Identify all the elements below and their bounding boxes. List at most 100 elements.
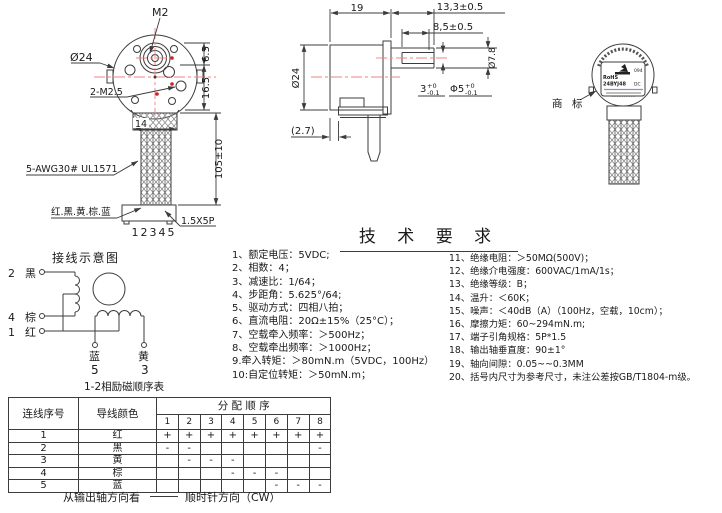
rotor-circle: [92, 272, 126, 306]
dim-16-5: 16.5: [201, 77, 212, 99]
tech-item-12: 12、绝缘介电强度：600VAC/1mA/1s；: [449, 266, 620, 278]
label-sticker: [600, 61, 646, 97]
step-header: 8: [308, 414, 332, 430]
terminal-color: 黑: [25, 267, 36, 280]
rear-neck: [606, 105, 642, 121]
table-row: 3 黄 - - -: [8, 454, 332, 468]
sequence-table: 连线序号 导线颜色 分 配 顺 序 1 2 3 4 5 6 7 8 1 红 + …: [8, 397, 332, 493]
tech-item-8: 8、空载牵出频率：＞1000Hz；: [232, 343, 377, 355]
rohs-label: RoHS: [603, 75, 618, 81]
tech-item-11: 11、绝缘电阻：＞50MΩ(500V)；: [449, 253, 594, 264]
table-footer-left: 从输出轴方向看: [63, 491, 140, 504]
hole-m25: [124, 64, 136, 76]
tech-item-18: 18、输出轴垂直度：90±1°: [449, 345, 566, 357]
front-view-red-dots: [153, 56, 174, 96]
footer-line: [150, 496, 178, 497]
tech-item-13: 13、绝缘等级：B；: [449, 279, 533, 291]
cable-spec-leader: [113, 160, 139, 176]
dim-flat-3: 3: [420, 84, 426, 95]
bird-logo: [619, 64, 628, 72]
table-row: 4 棕 - - -: [8, 466, 332, 480]
step-header: 7: [286, 414, 310, 430]
table-footer-right: 顺时针方向（CW）: [185, 491, 281, 504]
step-header: 3: [199, 414, 223, 430]
rear-cable: [608, 119, 640, 185]
table-row: 2 黑 - - -: [8, 441, 332, 455]
dim-105: 105±10: [214, 139, 225, 179]
coil-vertical: [74, 275, 80, 313]
svg-text:-0.1: -0.1: [427, 89, 440, 97]
connector-foot: [123, 220, 130, 225]
wiring-diagram-labels: 接线示意图 2 黑 4 棕 1 红 蓝 5 黄 3: [8, 250, 149, 377]
tech-item-7: 7、空载牵入频率：＞500Hz；: [232, 329, 371, 341]
hole: [133, 45, 141, 53]
label-num: 094: [634, 68, 643, 74]
step-header: 2: [177, 414, 201, 430]
dim-13-3: 13,3±0.5: [437, 2, 484, 13]
front-view-centerlines: [94, 28, 216, 116]
terminal: [39, 328, 45, 334]
svg-text:-0.1: -0.1: [465, 89, 478, 97]
tech-item-17: 17、端子引角规格：5P*1.5: [449, 332, 567, 344]
m25-leader: [126, 86, 176, 98]
wire-colors-label: 红.黑.黄.棕.蓝: [51, 206, 111, 218]
dim-2-7: (2.7): [291, 126, 315, 137]
terminal-color: 蓝: [89, 350, 100, 363]
table-row: 5 蓝 - - -: [8, 479, 332, 493]
terminal-color: 棕: [25, 310, 36, 324]
dia7-8: Ø7.8: [487, 47, 498, 69]
svg-text:+0: +0: [465, 82, 475, 90]
tech-item-14: 14、温升：＜60K；: [449, 292, 535, 304]
terminal-num: 1: [8, 326, 15, 339]
wire-colors-leader: [116, 207, 142, 219]
tech-requirements-title: 技 术 要 求: [340, 222, 518, 252]
dim14-text-bg: [133, 118, 149, 128]
step-header: 5: [243, 414, 266, 430]
tech-item-1: 1、额定电压：5VDC;: [232, 250, 330, 261]
side-view-labels: 19 13,3±0.5 8,5±0.5 Ø24 Ø7.8 3 +0 -0.1 Φ…: [290, 2, 498, 137]
terminal: [141, 342, 147, 348]
tech-item-16: 16、摩擦力矩：60~294mN.m;: [449, 318, 586, 330]
hole: [163, 66, 175, 78]
step-header: 4: [221, 414, 245, 430]
flange: [382, 40, 392, 115]
tech-item-6: 6、直流电阻：20Ω±15%（25°C）；: [232, 316, 400, 328]
svg-text:+0: +0: [427, 82, 437, 90]
dia24-side: Ø24: [290, 68, 302, 89]
terminal-num: 5: [91, 363, 99, 377]
hole: [170, 45, 178, 53]
col-header-order: 分 配 顺 序: [155, 397, 332, 415]
mount-tab-left: [106, 69, 114, 84]
tech-item-10: 10:自定位转矩：＞50mN.m；: [232, 369, 371, 381]
dc-label: DC: [634, 82, 641, 88]
hole-m25: [175, 80, 187, 92]
terminal-num: 4: [8, 311, 15, 324]
terminal-color: 红: [25, 326, 36, 339]
m2-leader: [149, 17, 161, 54]
terminal: [92, 342, 98, 348]
trademark-callout: 商 标: [552, 97, 585, 110]
dia-tip-5: Φ5: [450, 84, 464, 95]
tech-item-4: 4、步距角：5.625°/64;: [232, 289, 342, 301]
motor-body-side: [329, 44, 384, 111]
hole: [131, 96, 139, 104]
m25-label: 2-M2.5: [90, 87, 123, 98]
dim-14: 14: [135, 119, 147, 130]
step-header: 6: [264, 414, 288, 430]
terminal: [39, 269, 45, 275]
sequence-table-title: 1-2相励磁顺序表: [84, 381, 165, 393]
tech-item-19: 19、轴向间隙：0.05~~0.3MM: [449, 358, 584, 370]
dim-6-5: 6.5: [201, 46, 212, 62]
connector-spec-label: 1.5X5P: [181, 216, 215, 227]
coil-horizontal: [96, 310, 142, 317]
tech-item-3: 3、减速比：1/64；: [232, 276, 321, 288]
trademark-view-labels: 商 标 RoHS 24BYJ48 DC 094: [552, 68, 643, 110]
wiring-title: 接线示意图: [52, 250, 120, 265]
connector-body: [121, 204, 177, 222]
model-label: 24BYJ48: [603, 82, 626, 88]
connector-foot: [166, 220, 173, 225]
pin-numbers-label: 12345: [132, 226, 177, 239]
step-header: 1: [156, 414, 179, 430]
terminal-color: 黄: [138, 349, 149, 363]
tech-item-15: 15、噪声：＜40dB（A）（100Hz，空载，10cm）；: [449, 305, 668, 317]
